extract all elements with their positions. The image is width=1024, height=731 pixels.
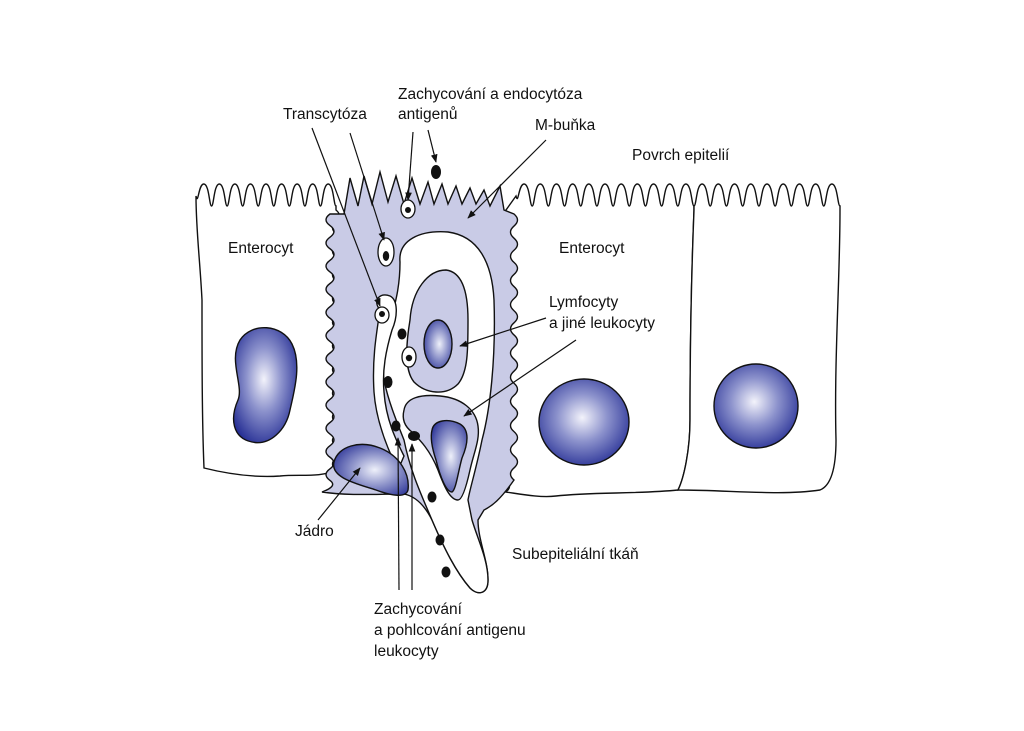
label-transcytosis: Transcytóza (283, 106, 367, 123)
label-capture-uptake-line3: leukocyty (374, 643, 439, 660)
nucleus-left-enterocyte (232, 326, 298, 444)
label-subepithelial-tissue: Subepiteliální tkáň (512, 546, 639, 563)
pocket-channel (372, 294, 405, 472)
nucleus-middle-enterocyte (538, 378, 630, 466)
antigen-particles (383, 165, 451, 578)
nucleus-m-cell (333, 443, 409, 496)
endocytic-vesicles (374, 199, 417, 368)
label-capture-endocytosis-line2: antigenů (398, 106, 458, 123)
label-epithelial-surface: Povrch epitelií (632, 147, 730, 164)
label-capture-endocytosis-line1: Zachycování a endocytóza (398, 86, 583, 103)
label-lymphocytes-line2: a jiné leukocyty (549, 315, 655, 332)
nucleus-lymphocyte-upper (423, 319, 453, 369)
label-capture-uptake-line1: Zachycování (374, 601, 462, 618)
annotation-arrows (311, 127, 577, 591)
nucleus-right-enterocyte (713, 363, 799, 449)
label-m-cell: M-buňka (535, 117, 596, 134)
label-enterocyte-right: Enterocyt (559, 240, 625, 257)
label-enterocyte-left: Enterocyt (228, 240, 294, 257)
nucleus-lymphocyte-lower (430, 419, 468, 493)
label-capture-uptake-line2: a pohlcování antigenu (374, 622, 526, 639)
label-lymphocytes-line1: Lymfocyty (549, 294, 619, 311)
label-nucleus: Jádro (295, 523, 334, 540)
